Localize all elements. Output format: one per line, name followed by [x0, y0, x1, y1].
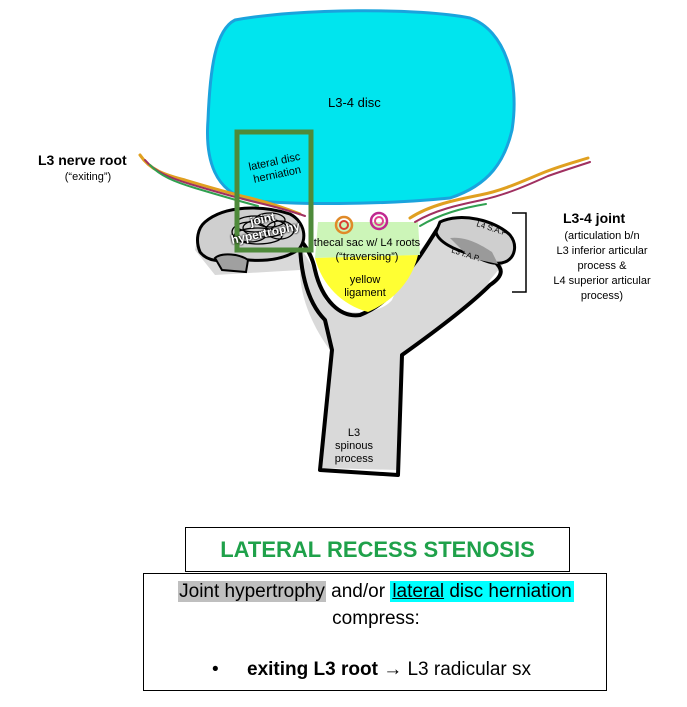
nerve-root-title: L3 nerve root [38, 152, 127, 168]
lateral-disc-herniation-highlight: lateral disc herniation [390, 581, 574, 602]
joint-title: L3-4 joint [563, 210, 626, 226]
disc-label: L3-4 disc [328, 95, 381, 110]
lateral-recess-diagram [138, 9, 591, 477]
disc-herniation-words: disc herniation [449, 581, 572, 602]
vertebra-bone [195, 214, 515, 470]
title-box: LATERAL RECESS STENOSIS [185, 527, 570, 572]
thecal-sac-label: thecal sac w/ L4 roots [313, 237, 421, 249]
joint-desc-1: (articulation b/n [564, 230, 640, 242]
joint-desc-2: L3 inferior articular [556, 245, 648, 257]
info-bullet-row: • exiting L3 root → L3 radicular sx [144, 659, 608, 683]
thecal-sac [315, 222, 420, 258]
l4-root-right [369, 211, 389, 231]
l3-nerve-root-right [408, 156, 591, 227]
lateral-word: lateral [392, 581, 445, 602]
nerve-root-subtitle: (“exiting”) [64, 171, 112, 183]
bullet-dot: • [212, 659, 219, 680]
right-facet-dark [450, 237, 498, 264]
joint-desc-5: process) [580, 290, 624, 302]
right-facet-joint [434, 216, 517, 265]
yellow-ligament [315, 255, 418, 312]
title-text: LATERAL RECESS STENOSIS [220, 536, 535, 562]
joint-desc-3: process & [577, 260, 627, 272]
spinous-process-label: L3 spinous process [334, 427, 374, 465]
info-line-2: compress: [332, 608, 420, 629]
joint-desc-4: L4 superior articular [553, 275, 651, 287]
thecal-sac-sublabel: (“traversing”) [335, 251, 399, 263]
l4-root-left [334, 215, 354, 235]
lateral-disc-herniation-box [234, 129, 314, 253]
joint-hypertrophy-highlight: Joint hypertrophy [178, 581, 326, 602]
bullet-text: exiting L3 root → L3 radicular sx [247, 659, 531, 681]
radicular-sx-text: L3 radicular sx [407, 659, 532, 680]
l3-4-disc [206, 9, 516, 206]
joint-bracket [512, 212, 527, 293]
arrow-icon: → [383, 659, 403, 680]
info-line-1: Joint hypertrophy and/or lateral disc he… [144, 581, 608, 603]
yellow-ligament-label: yellow ligament [344, 274, 386, 299]
left-facet-notch [213, 253, 250, 274]
exiting-root-bold: exiting L3 root [247, 659, 378, 680]
info-box: Joint hypertrophy and/or lateral disc he… [143, 573, 607, 691]
info-andor: and/or [331, 581, 386, 602]
